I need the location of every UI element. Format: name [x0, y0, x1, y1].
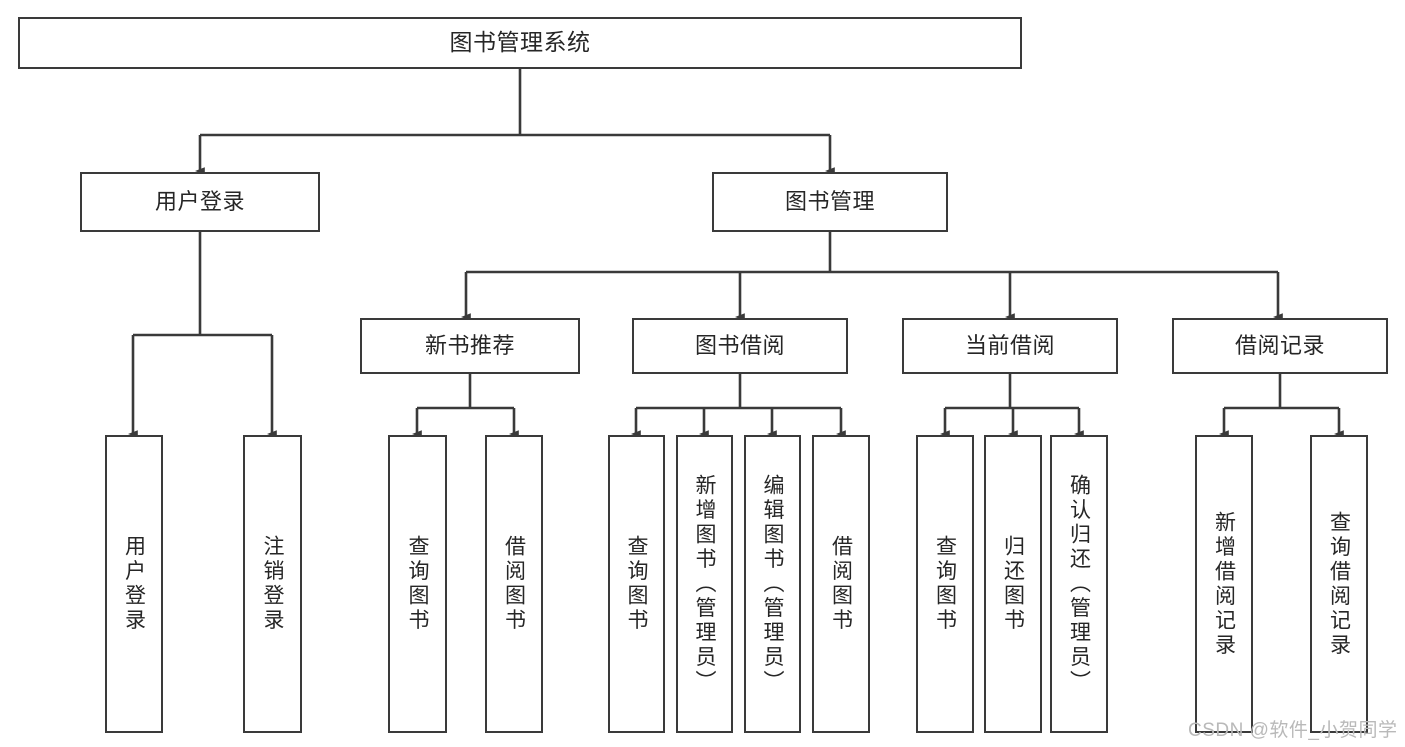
node-new-book-recommend-label: 新书推荐 — [424, 333, 515, 359]
node-leaf-logout-label: 注销登录 — [261, 535, 284, 633]
node-leaf-logout[interactable]: 注销登录 — [243, 435, 302, 733]
node-leaf-borrow-book-borrow[interactable]: 借阅图书 — [812, 435, 870, 733]
node-leaf-query-book-borrow[interactable]: 查询图书 — [608, 435, 665, 733]
node-leaf-add-borrow-record[interactable]: 新增借阅记录 — [1195, 435, 1253, 733]
node-leaf-query-book-rec-label: 查询图书 — [406, 535, 429, 633]
node-leaf-query-book-borrow-label: 查询图书 — [625, 535, 648, 633]
node-user-login-label: 用户登录 — [154, 189, 245, 215]
node-leaf-query-borrow-record[interactable]: 查询借阅记录 — [1310, 435, 1368, 733]
node-book-manage[interactable]: 图书管理 — [712, 172, 948, 232]
node-borrow-record-label: 借阅记录 — [1234, 333, 1325, 359]
node-leaf-confirm-return-admin-label: 确认归还（管理员） — [1067, 473, 1091, 695]
node-book-manage-label: 图书管理 — [784, 189, 875, 215]
node-leaf-user-login-label: 用户登录 — [122, 535, 146, 633]
node-leaf-return-book-label: 归还图书 — [1001, 535, 1025, 633]
node-root-label: 图书管理系统 — [449, 29, 591, 56]
node-user-login[interactable]: 用户登录 — [80, 172, 320, 232]
node-leaf-borrow-book-rec[interactable]: 借阅图书 — [485, 435, 543, 733]
node-book-borrow-label: 图书借阅 — [694, 333, 785, 359]
node-root[interactable]: 图书管理系统 — [18, 17, 1022, 69]
node-leaf-borrow-book-borrow-label: 借阅图书 — [829, 535, 853, 633]
node-new-book-recommend[interactable]: 新书推荐 — [360, 318, 580, 374]
node-leaf-query-borrow-record-label: 查询借阅记录 — [1327, 510, 1351, 658]
node-leaf-return-book[interactable]: 归还图书 — [984, 435, 1042, 733]
node-leaf-query-book-rec[interactable]: 查询图书 — [388, 435, 447, 733]
node-current-borrow-label: 当前借阅 — [964, 333, 1055, 359]
node-leaf-edit-book-admin-label: 编辑图书（管理员） — [761, 473, 784, 695]
node-leaf-add-book-admin[interactable]: 新增图书（管理员） — [676, 435, 733, 733]
node-borrow-record[interactable]: 借阅记录 — [1172, 318, 1388, 374]
node-leaf-query-book-current-label: 查询图书 — [933, 535, 957, 633]
node-leaf-add-book-admin-label: 新增图书（管理员） — [693, 473, 716, 695]
node-leaf-confirm-return-admin[interactable]: 确认归还（管理员） — [1050, 435, 1108, 733]
node-book-borrow[interactable]: 图书借阅 — [632, 318, 848, 374]
node-leaf-query-book-current[interactable]: 查询图书 — [916, 435, 974, 733]
node-current-borrow[interactable]: 当前借阅 — [902, 318, 1118, 374]
node-leaf-edit-book-admin[interactable]: 编辑图书（管理员） — [744, 435, 801, 733]
node-leaf-borrow-book-rec-label: 借阅图书 — [502, 535, 526, 633]
node-leaf-user-login[interactable]: 用户登录 — [105, 435, 163, 733]
node-leaf-add-borrow-record-label: 新增借阅记录 — [1212, 510, 1236, 658]
